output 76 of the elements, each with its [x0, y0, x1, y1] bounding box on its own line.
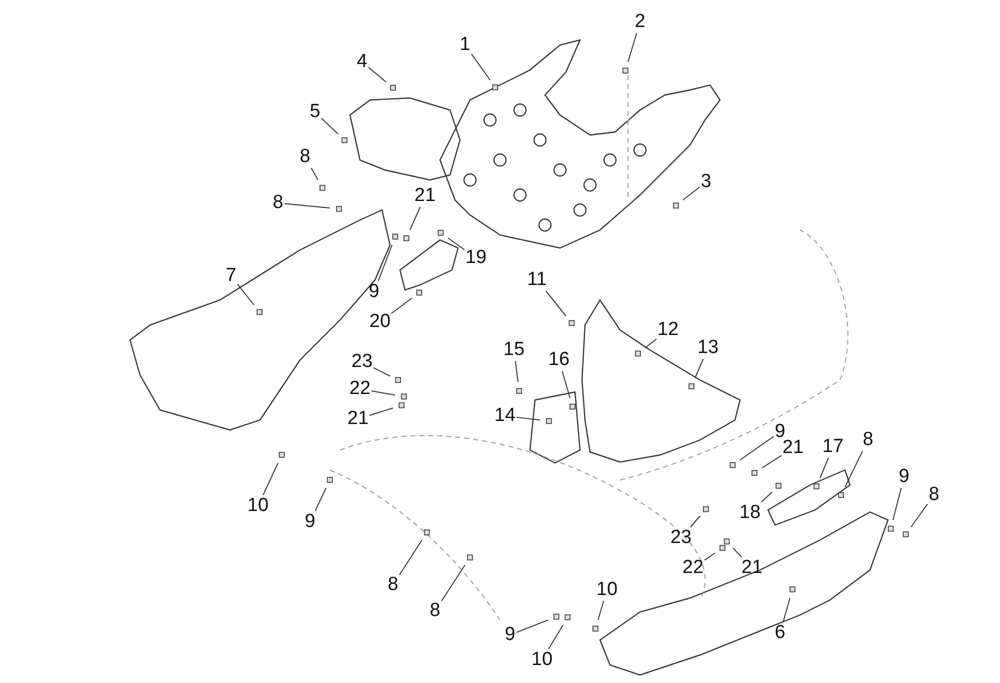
callout-number: 16 — [548, 350, 570, 370]
callout-number: 8 — [272, 193, 284, 213]
callout-number: 8 — [862, 430, 874, 450]
leader-line — [762, 454, 782, 468]
leader-line — [694, 358, 704, 378]
callout-number: 8 — [388, 575, 398, 595]
leader-line — [761, 492, 772, 503]
leader-line — [399, 540, 422, 576]
leader-line — [820, 458, 829, 478]
leader-line — [237, 284, 254, 306]
callout-number: 22 — [349, 379, 371, 399]
leader-line — [310, 168, 318, 180]
leader-line — [410, 206, 421, 230]
callout-number: 11 — [527, 270, 547, 290]
leader-line — [369, 408, 394, 416]
callout-number: 2 — [634, 12, 646, 32]
leader-line — [262, 462, 278, 496]
callout-number: 21 — [414, 186, 436, 206]
leader-line — [690, 516, 700, 528]
callout-number: 8 — [300, 147, 310, 167]
leader-line — [368, 66, 386, 82]
callout-number: 23 — [670, 528, 692, 548]
callout-number: 9 — [368, 282, 380, 302]
callout-number: 20 — [369, 312, 391, 332]
leader-line — [448, 238, 465, 250]
callout-number: 9 — [304, 512, 316, 532]
callout-number: 3 — [700, 172, 712, 192]
callout-number: 23 — [351, 352, 373, 372]
callout-number: 9 — [898, 467, 910, 487]
leader-line — [910, 504, 928, 528]
callout-number: 18 — [739, 503, 761, 523]
leader-line — [471, 54, 490, 80]
callout-number: 4 — [356, 52, 368, 72]
callout-number: 8 — [430, 601, 440, 621]
leader-line — [314, 488, 326, 512]
leader-line — [516, 620, 548, 633]
leader-line — [441, 564, 466, 602]
leader-line — [844, 450, 864, 488]
leader-line — [514, 360, 518, 382]
leader-line — [732, 548, 742, 558]
callout-number: 6 — [774, 623, 786, 643]
leader-line — [545, 290, 566, 316]
callout-number: 13 — [697, 338, 719, 358]
leader-line — [391, 298, 412, 314]
callout-number: 9 — [504, 625, 516, 645]
callout-number: 21 — [741, 558, 763, 578]
callout-number: 22 — [682, 558, 704, 578]
leader-line — [284, 203, 330, 208]
leader-line — [682, 186, 700, 200]
leader-line — [548, 624, 564, 650]
leader-line — [516, 416, 540, 420]
callout-number: 21 — [347, 409, 369, 429]
leader-line — [562, 370, 570, 398]
callout-number: 12 — [657, 320, 679, 340]
leader-line — [321, 118, 338, 134]
leader-line — [371, 390, 396, 396]
leader-line — [598, 600, 604, 620]
leader-line — [628, 32, 638, 62]
leader-line — [704, 552, 716, 561]
callout-number: 19 — [465, 248, 487, 268]
callout-number: 5 — [310, 102, 320, 122]
callout-number: 15 — [503, 340, 525, 360]
leader-line — [378, 244, 392, 282]
callout-number: 10 — [596, 580, 618, 600]
callout-number: 17 — [822, 437, 844, 457]
leader-line — [373, 367, 390, 376]
leader-line — [782, 598, 790, 622]
callout-number: 10 — [247, 496, 269, 516]
callout-number: 14 — [494, 406, 516, 426]
callout-number: 7 — [226, 266, 236, 286]
leader-line — [644, 338, 657, 348]
leader-line — [740, 436, 774, 460]
callout-number: 8 — [928, 485, 940, 505]
callout-number: 1 — [460, 35, 470, 55]
callout-number: 10 — [531, 650, 553, 670]
leader-line — [892, 488, 902, 520]
